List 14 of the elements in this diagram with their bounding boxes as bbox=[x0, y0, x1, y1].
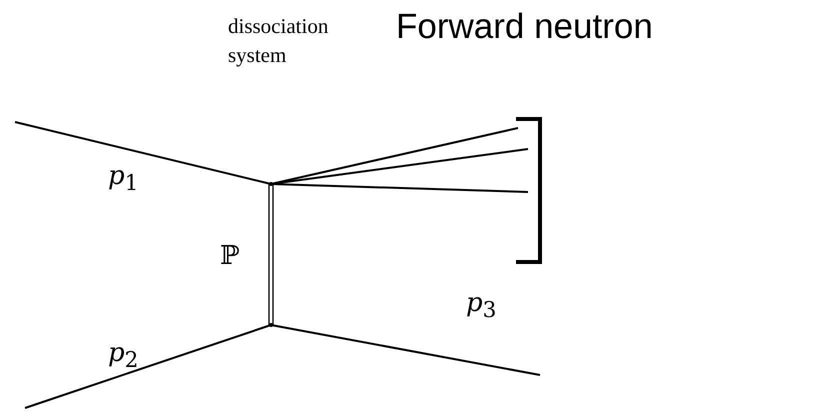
vertex-dot bbox=[269, 323, 273, 327]
group-label: dissociation system bbox=[228, 13, 328, 70]
edge-label: p$_{2}$ bbox=[108, 340, 138, 372]
particle-line bbox=[270, 183, 528, 193]
particle-line bbox=[14, 121, 272, 185]
particle-line bbox=[270, 148, 528, 185]
edge-label: p$_{3}$ bbox=[466, 290, 496, 322]
edge-label: p$_{1}$ bbox=[108, 163, 138, 195]
group-title: Forward neutron bbox=[396, 6, 654, 48]
double-line bbox=[268, 184, 274, 325]
particle-line bbox=[270, 324, 540, 376]
vertex-dot bbox=[269, 182, 273, 186]
particle-line bbox=[24, 324, 272, 409]
edge-label: ℙ bbox=[220, 243, 240, 269]
